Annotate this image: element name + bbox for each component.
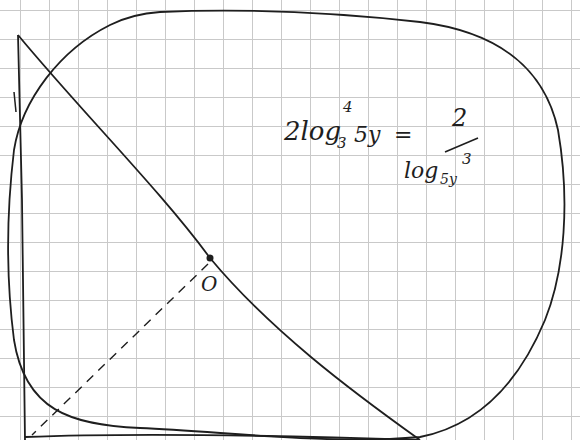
exponent: 4 — [343, 100, 353, 115]
fraction-bar — [445, 138, 478, 152]
tick-mark — [14, 92, 16, 112]
equation-sign: = — [394, 124, 412, 146]
triangle-base — [25, 435, 420, 440]
exponent: 3 — [462, 152, 472, 167]
point-dot — [207, 255, 214, 262]
equation-term: 2log — [284, 118, 341, 144]
dashed-line — [32, 264, 208, 435]
log-base: 5y — [440, 172, 457, 186]
triangle-hypotenuse — [18, 35, 420, 440]
point-label: O — [201, 274, 217, 294]
log-argument: 5y — [354, 124, 380, 146]
log-base: 3 — [337, 136, 347, 151]
denominator: log — [404, 160, 438, 182]
blob-outline — [8, 10, 564, 439]
numerator: 2 — [452, 106, 467, 130]
triangle-left-side — [18, 35, 25, 440]
